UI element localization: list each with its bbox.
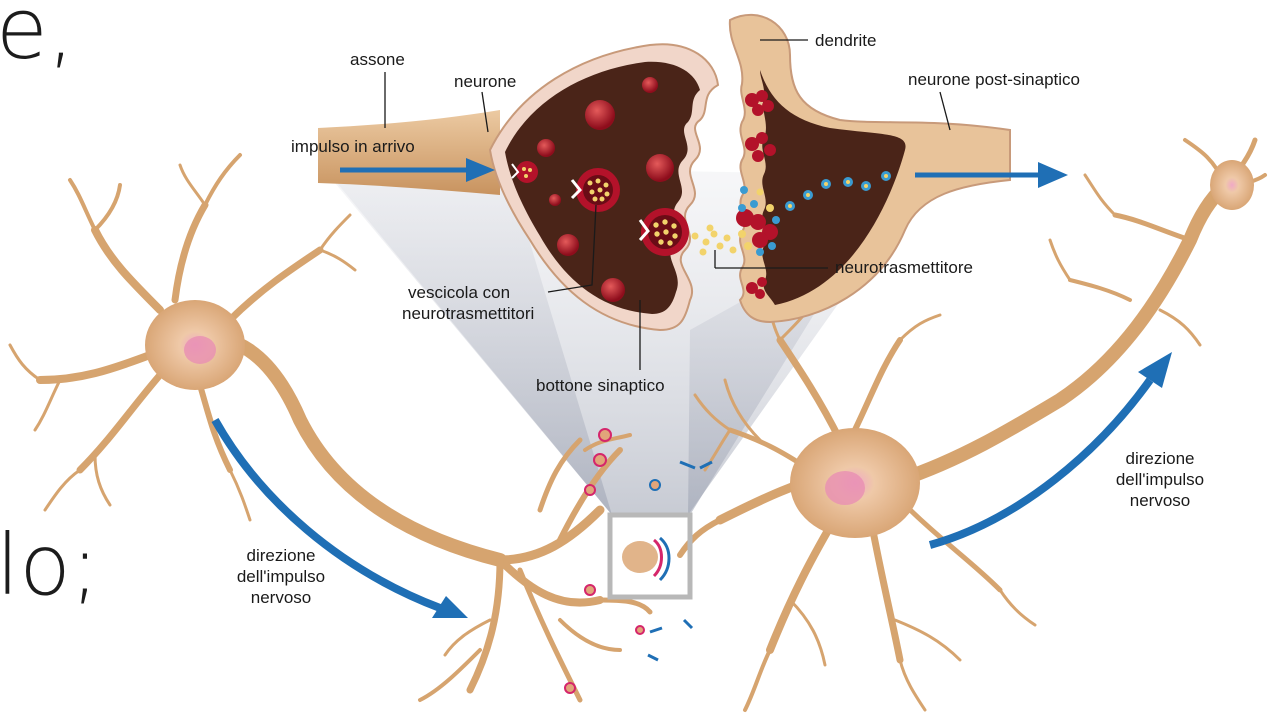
label-direzione-left-3: nervoso — [226, 588, 336, 608]
zoomed-synapse-small — [622, 541, 658, 573]
label-direzione-left-1: direzione — [226, 546, 336, 566]
label-vescicola-line1: vescicola con — [408, 283, 510, 303]
label-neurone-post-sinaptico: neurone post-sinaptico — [908, 70, 1080, 90]
vesicle-small — [516, 161, 538, 183]
label-impulso-in-arrivo: impulso in arrivo — [291, 137, 415, 157]
arrowhead-right — [1138, 352, 1172, 388]
presynaptic-nucleus — [184, 336, 216, 364]
postsynaptic-nucleus — [825, 471, 865, 505]
label-bottone-sinaptico: bottone sinaptico — [536, 376, 665, 396]
label-direzione-right-2: dell'impulso — [1105, 470, 1215, 490]
label-dendrite: dendrite — [815, 31, 876, 51]
label-direzione-left-2: dell'impulso — [226, 567, 336, 587]
label-vescicola-line2: neurotrasmettitori — [402, 304, 534, 324]
label-neurotrasmettitore: neurotrasmettitore — [835, 258, 973, 278]
text-fragment-top: e, — [0, 0, 74, 74]
label-neurone: neurone — [454, 72, 516, 92]
label-direzione-right-1: direzione — [1105, 449, 1215, 469]
right-top-soma — [1210, 160, 1254, 210]
label-direzione-right-3: nervoso — [1105, 491, 1215, 511]
text-fragment-middle: lo; — [0, 520, 99, 610]
label-assone: assone — [350, 50, 405, 70]
